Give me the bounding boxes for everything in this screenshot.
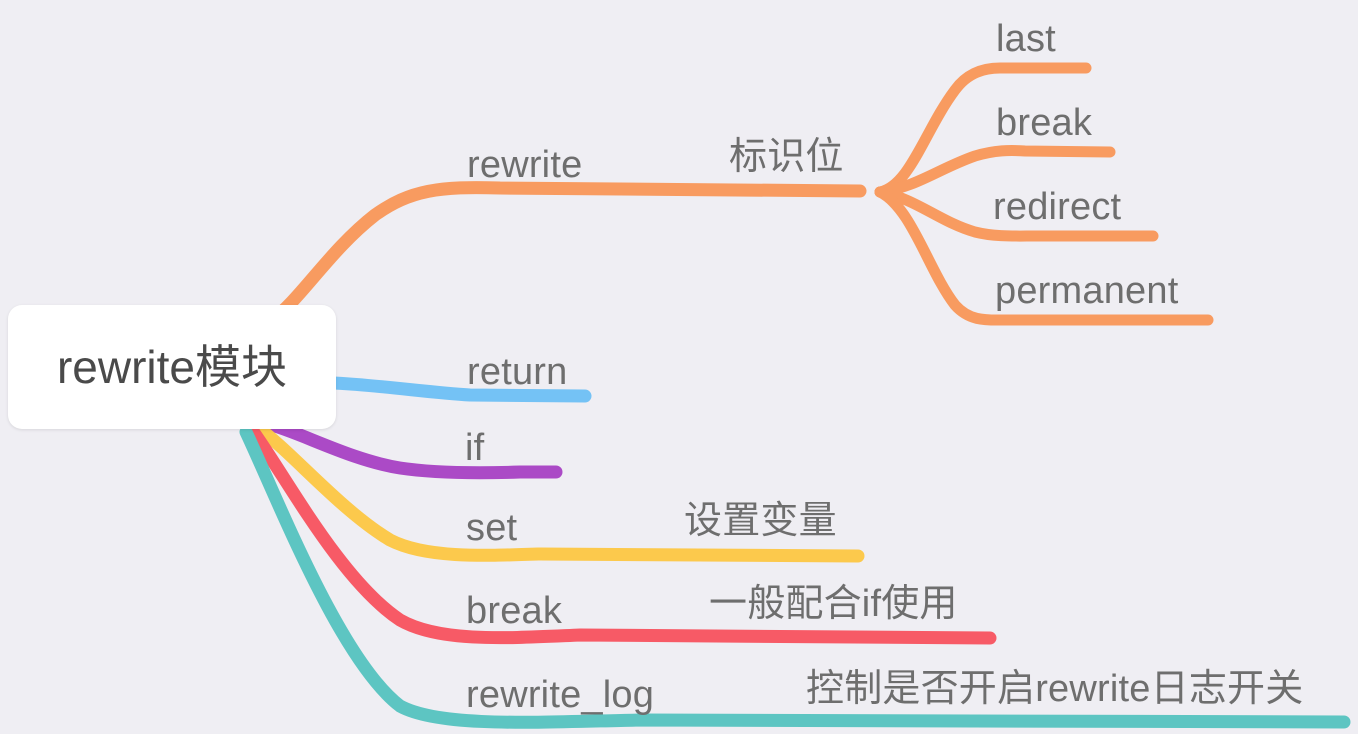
node-label-rewrite-log[interactable]: rewrite_log [466, 674, 655, 716]
node-label-break[interactable]: break [466, 590, 563, 632]
root-node[interactable]: rewrite模块 [8, 305, 336, 429]
node-detail-rewrite-flag[interactable]: 标识位 [729, 136, 844, 178]
node-label-rewrite[interactable]: rewrite [467, 144, 583, 186]
node-label-break-sub[interactable]: break [996, 102, 1093, 144]
node-label-set[interactable]: set [466, 507, 518, 549]
node-detail-rewrite-log[interactable]: 控制是否开启rewrite日志开关 [806, 668, 1304, 710]
node-detail-set[interactable]: 设置变量 [684, 500, 837, 542]
node-label-return[interactable]: return [467, 351, 568, 393]
branch-line-if [261, 417, 563, 480]
node-detail-break[interactable]: 一般配合if使用 [709, 583, 958, 625]
node-label-if[interactable]: if [465, 427, 485, 469]
root-node-label: rewrite模块 [56, 341, 288, 393]
node-label-last[interactable]: last [996, 18, 1056, 60]
branch-line-rewrite [265, 181, 867, 327]
node-label-redirect[interactable]: redirect [993, 186, 1122, 228]
node-label-permanent[interactable]: permanent [995, 270, 1179, 312]
